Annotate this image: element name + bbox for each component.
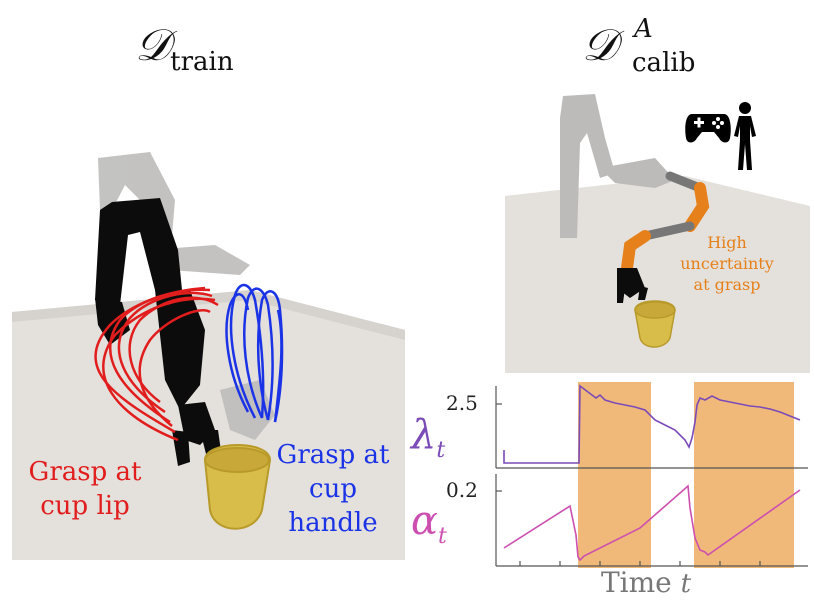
lambda-tick-label: 2.5 [446, 391, 478, 415]
alpha-series [503, 484, 801, 562]
lambda-subscript: t [436, 438, 446, 463]
title-left-main: 𝒟 [135, 20, 171, 71]
lip-label-line2: cup lip [40, 491, 130, 521]
uncertainty-line2: uncertainty [680, 254, 774, 273]
calib-table [505, 176, 810, 373]
uncertainty-line3: at grasp [693, 275, 761, 294]
calib-robot-arm [621, 171, 710, 274]
title-right-main: 𝒟 [582, 20, 618, 71]
train-scene [12, 152, 405, 560]
uncertainty-label: High uncertainty at grasp [672, 232, 782, 295]
lambda-axes [495, 386, 808, 469]
calib-scene [505, 88, 810, 373]
handle-label-line1: Grasp at [276, 440, 390, 470]
time-axis-text: Time [601, 566, 672, 599]
title-right-sub: calib [632, 48, 696, 78]
alpha-axes [495, 474, 808, 567]
lambda-series [503, 384, 801, 464]
right-title: 𝒟 A calib [582, 14, 695, 78]
lip-label: Grasp at cup lip [10, 455, 160, 523]
handle-label: Grasp at cup handle [258, 438, 408, 540]
alpha-label: αt [411, 498, 447, 549]
calib-gripper [617, 268, 648, 303]
lambda-symbol: λ [411, 412, 437, 458]
left-title: 𝒟train [135, 20, 234, 77]
person-icon [734, 102, 756, 170]
handle-label-line2: cup [309, 474, 357, 504]
lip-label-line1: Grasp at [28, 457, 142, 487]
alpha-symbol: α [411, 498, 439, 544]
lip-trajectories [94, 286, 219, 442]
time-axis-label: Time t [601, 566, 691, 599]
alpha-subscript: t [438, 524, 447, 549]
lambda-label: λt [411, 412, 445, 463]
title-right-sup: A [634, 14, 653, 44]
cup [203, 444, 272, 530]
handle-label-line3: handle [288, 508, 378, 538]
shade-region-2 [694, 382, 794, 568]
uncertainty-line1: High [707, 233, 747, 252]
shade-region-1 [578, 382, 651, 568]
gamepad-icon [685, 114, 731, 143]
title-left-sub: train [170, 47, 234, 77]
calib-cup [634, 300, 676, 348]
calib-ghost-robot [560, 94, 675, 238]
handle-trajectories [225, 283, 284, 423]
alpha-tick-label: 0.2 [446, 478, 478, 502]
time-axis-var: t [680, 569, 692, 599]
